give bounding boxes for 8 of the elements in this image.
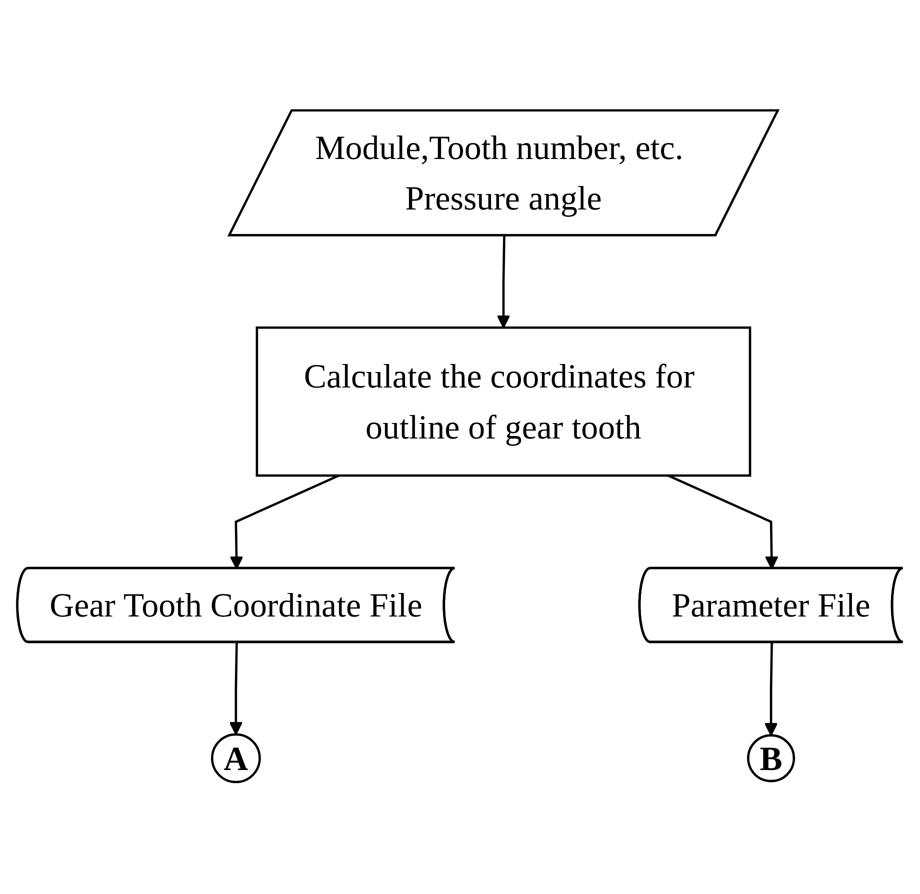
arrow xyxy=(668,474,778,570)
node-circle: A xyxy=(210,733,261,784)
node-circle: B xyxy=(747,734,796,782)
node-box: Calculate the coordinates for outline of gear tooth xyxy=(256,326,752,477)
arrow xyxy=(496,236,510,328)
arrow xyxy=(229,642,243,736)
arrow xyxy=(230,474,340,570)
arrow xyxy=(764,642,778,736)
